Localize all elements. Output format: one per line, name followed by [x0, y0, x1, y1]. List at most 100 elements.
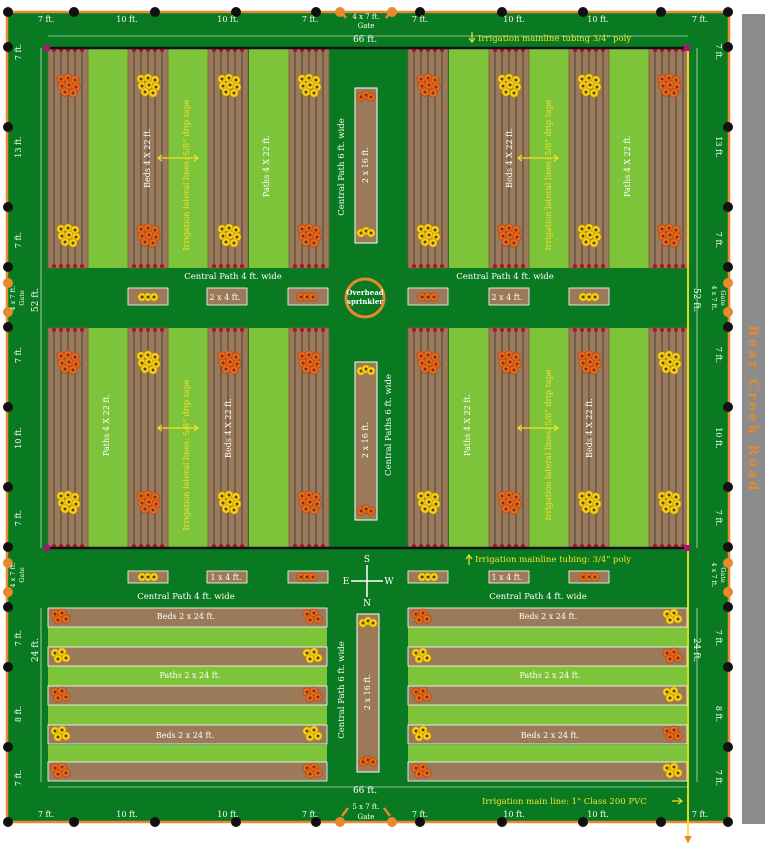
path-2x24 [408, 705, 687, 725]
emitter [240, 264, 244, 268]
emitter [300, 264, 304, 268]
flower [229, 238, 239, 248]
flower [509, 365, 519, 375]
flower [305, 693, 315, 703]
gate-post [723, 587, 733, 597]
bed-2x24 [407, 646, 688, 667]
beds-4x22-label-tl: Beds 4 X 22 ft. [143, 128, 152, 188]
emitter [587, 328, 591, 332]
bottom-dim-label: 10 ft. [116, 810, 137, 819]
emitter [573, 264, 577, 268]
gate-post [3, 307, 13, 317]
flower [68, 505, 78, 515]
lateral-arrow [517, 424, 559, 432]
flower [229, 88, 239, 98]
emitter [594, 264, 598, 268]
fence-post [3, 817, 13, 827]
emitter [300, 328, 304, 332]
flower [414, 693, 424, 703]
gate-post [723, 278, 733, 288]
path-2x24 [48, 666, 327, 686]
fence-post [723, 42, 733, 52]
fence-post [150, 7, 160, 17]
paths-2x24-label-2: Paths 2 x 24 ft. [520, 671, 581, 680]
height-24-right: 24 ft. [691, 638, 701, 662]
flower [420, 364, 430, 374]
flower [673, 692, 683, 702]
flower [661, 237, 671, 247]
emitter [73, 264, 77, 268]
fence-post [723, 742, 733, 752]
gate-right-lower-label: Gate [719, 567, 727, 583]
fence-post [69, 817, 79, 827]
flower [420, 87, 430, 97]
bed-2x16 [354, 87, 378, 244]
flower [661, 87, 671, 97]
emitter [226, 264, 230, 268]
flower [148, 365, 158, 375]
emitter [212, 328, 216, 332]
emitter [521, 328, 525, 332]
beds-4x22-label-tr: Beds 4 X 22 ft. [505, 128, 514, 188]
right-dim-label: 10 ft. [714, 427, 723, 448]
flower [308, 292, 318, 302]
flower [589, 505, 599, 515]
flower [140, 87, 150, 97]
central-path-label-lower: Central Path 6 ft. wide [337, 641, 347, 739]
bed-2x24 [47, 724, 328, 745]
flower [366, 366, 376, 376]
emitter [674, 264, 678, 268]
fence-post [656, 817, 666, 827]
width-label-top: 66 ft. [353, 35, 377, 45]
path-4x22 [88, 328, 128, 548]
gate-right-upper[interactable]: 4 x 7 ft. Gate [710, 285, 727, 310]
emitter [66, 264, 70, 268]
flower [140, 364, 150, 374]
lateral-label-tl: Irrigation lateral lines: 5/8" drip tape [182, 99, 191, 250]
gate-right-lower[interactable]: 4 x 7 ft. Gate [710, 562, 727, 587]
flower [221, 87, 231, 97]
fence-post [3, 662, 13, 672]
lateral-arrow [157, 424, 199, 432]
emitter [580, 264, 584, 268]
lateral-label-mr: Irrigation lateral lines: 5/8" drip tape [544, 369, 553, 520]
top-dim-label: 10 ft. [116, 15, 137, 24]
emitter [160, 264, 164, 268]
fence-post [723, 602, 733, 612]
fence-post [3, 7, 13, 17]
gate-top-size: 4 x 7 ft. [352, 13, 379, 21]
path-4x22 [609, 48, 649, 268]
central-paths-label-mid: Central Paths 6 ft. wide [384, 374, 394, 476]
gate-left-upper[interactable]: 4 x 7 ft. Gate [9, 285, 26, 310]
fence-post [578, 7, 588, 17]
right-dim-label: 7 ft. [714, 44, 723, 60]
emitter [514, 264, 518, 268]
emitter [160, 328, 164, 332]
flower [140, 504, 150, 514]
bed-2x24 [47, 761, 328, 782]
bottom-dim-label: 7 ft. [412, 810, 428, 819]
fence-post [723, 402, 733, 412]
overhead-label-1: Overhead [346, 288, 383, 297]
flower [53, 769, 63, 779]
height-24-left: 24 ft. [31, 638, 41, 662]
emitter [681, 328, 685, 332]
left-dim-label: 7 ft. [14, 347, 23, 363]
width-label-bottom: 66 ft. [353, 786, 377, 796]
flower [669, 238, 679, 248]
flower [414, 732, 424, 742]
flower [428, 365, 438, 375]
paths-4x22-label-tr: Paths 4 X 22 ft. [623, 135, 632, 197]
valve [44, 45, 50, 51]
flower [366, 506, 376, 516]
compass-n: N [363, 599, 371, 609]
gate-top[interactable]: 4 x 7 ft. Gate [339, 9, 393, 30]
fence-post [723, 662, 733, 672]
flower [305, 769, 315, 779]
flower [366, 228, 376, 238]
top-dim-label: 10 ft. [503, 15, 524, 24]
gate-bottom[interactable]: 5 x 7 ft. Gate [341, 803, 391, 821]
compass-w: W [384, 577, 394, 587]
gate-left-lower[interactable]: 4 x 7 ft. Gate [9, 562, 26, 587]
flower [221, 504, 231, 514]
